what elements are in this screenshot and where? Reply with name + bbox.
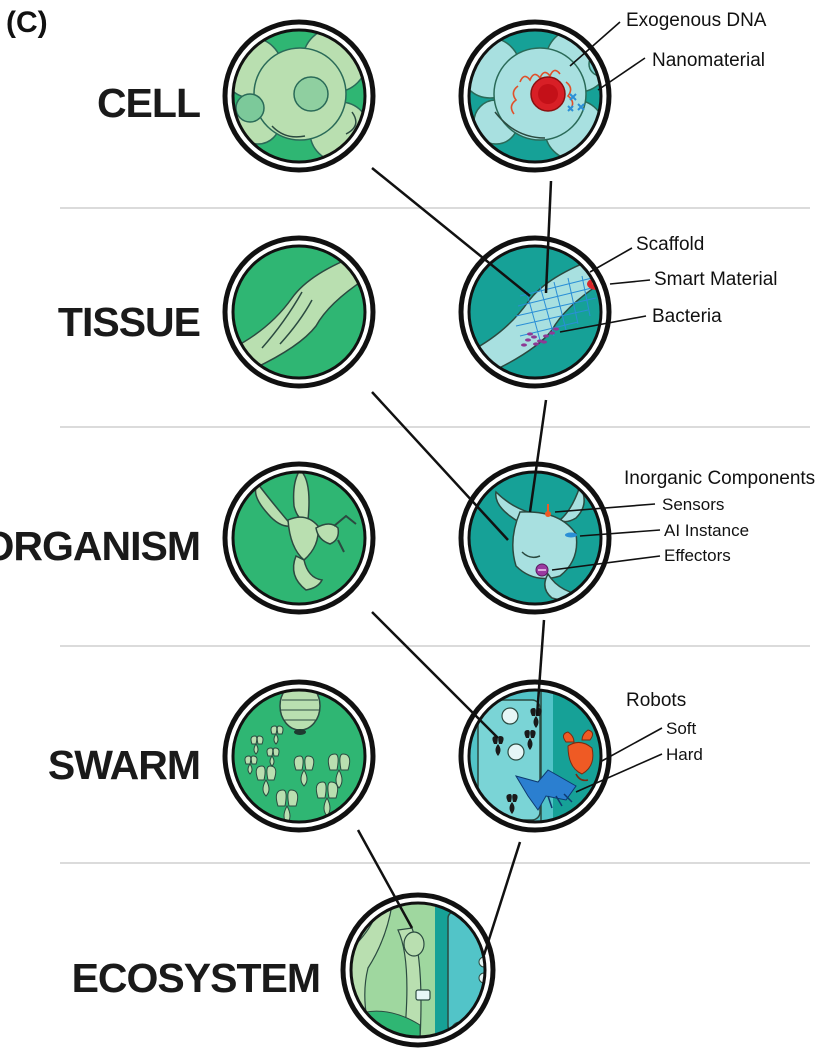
circle-cell-natural — [222, 22, 375, 172]
annotation-inorganic-components: Inorganic Components — [624, 468, 815, 489]
ecosystem-robot-icon — [416, 990, 430, 1000]
circle-ecosystem — [343, 895, 495, 1045]
annotation-exogenous-dna: Exogenous DNA — [626, 10, 767, 31]
annotation-smart-material: Smart Material — [654, 269, 778, 290]
level-label-ecosystem: ECOSYSTEM — [72, 955, 320, 1001]
panel-label: (C) — [6, 6, 48, 39]
ai-instance-icon — [565, 533, 577, 538]
circle-tissue-natural — [225, 238, 376, 388]
annotation-sensors: Sensors — [662, 495, 724, 514]
annotation-ai-instance: AI Instance — [664, 521, 749, 540]
level-label-tissue: TISSUE — [58, 299, 200, 345]
circle-organism-engineered — [461, 464, 611, 614]
circle-tissue-engineered — [461, 238, 612, 388]
annotation-soft: Soft — [666, 719, 697, 738]
circle-cell-engineered — [460, 22, 613, 172]
annotation-robots: Robots — [626, 690, 686, 711]
annotation-nanomaterial: Nanomaterial — [652, 50, 765, 71]
annotation-scaffold: Scaffold — [636, 234, 704, 255]
level-label-organism: ORGANISM — [0, 523, 200, 569]
circle-swarm-natural — [225, 682, 375, 832]
circle-swarm-engineered — [461, 682, 611, 832]
level-label-cell: CELL — [97, 80, 200, 126]
annotation-bacteria: Bacteria — [652, 306, 722, 327]
level-label-swarm: SWARM — [48, 742, 200, 788]
annotation-effectors: Effectors — [664, 546, 731, 565]
circle-organism-natural — [225, 464, 375, 614]
ecosystem-hive-icon — [404, 932, 424, 956]
annotation-hard: Hard — [666, 745, 703, 764]
